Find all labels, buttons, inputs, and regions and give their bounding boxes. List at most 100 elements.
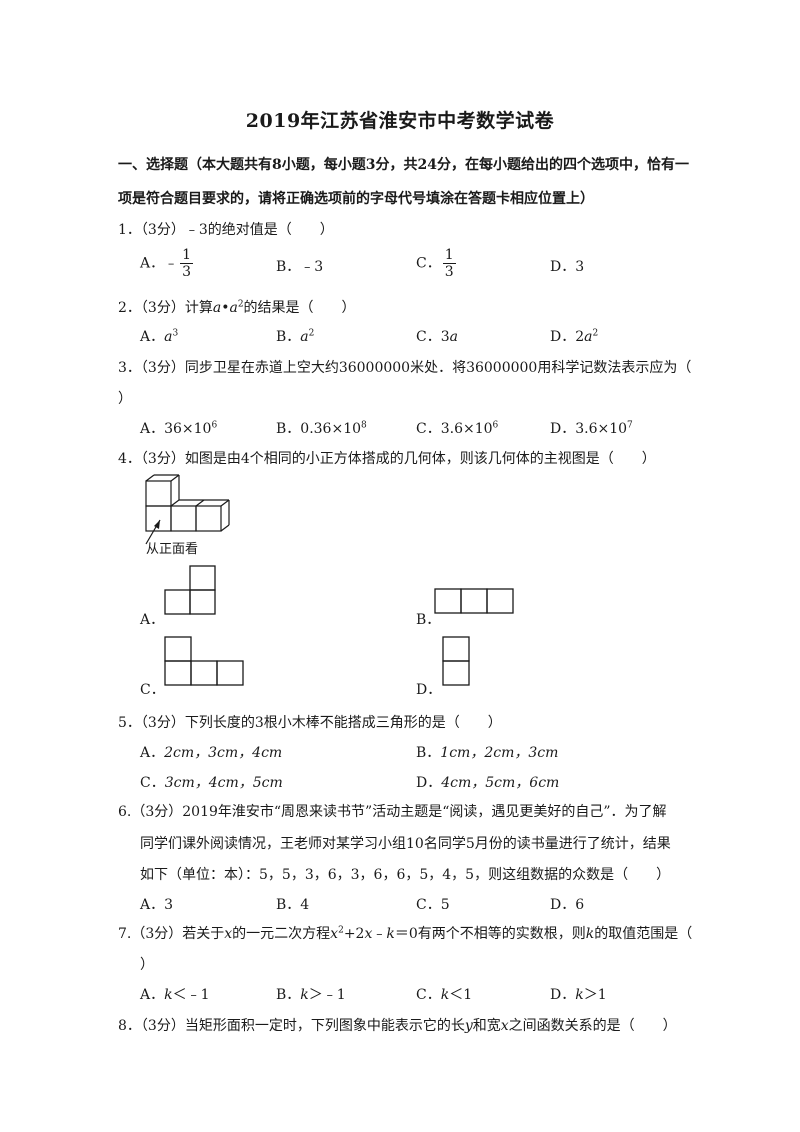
section-instructions-line-2: 项是符合题目要求的，请将正确选项前的字母代号填涂在答题卡相应位置上） <box>118 191 594 207</box>
option-label: D． <box>550 987 576 1003</box>
question-4-stem: 4．（3分）如图是由4个相同的小正方体搭成的几何体，则该几何体的主视图是（ ） <box>118 451 656 467</box>
option-text: A．36×10 <box>140 421 212 437</box>
question-6-stem-line-2: 同学们课外阅读情况，王老师对某学习小组10名同学5月份的读书量进行了统计，结果 <box>140 836 671 852</box>
stem-text: 8．（3分）当矩形面积一定时，下列图象中能表示它的长 <box>118 1018 465 1034</box>
option-d-view-drawing <box>442 636 470 686</box>
option-text: 3cm，4cm，5cm <box>164 775 283 791</box>
question-3-stem-line-2: ） <box>118 391 132 407</box>
variable: x <box>224 926 233 942</box>
fraction-numerator: 1 <box>442 247 456 264</box>
question-5-option-d: D．4cm，5cm，6cm <box>416 772 559 792</box>
option-label: A．﹣ <box>140 255 179 272</box>
option-text: 2cm，3cm，4cm <box>164 745 283 761</box>
option-text: 1cm，2cm，3cm <box>440 745 559 761</box>
question-7-stem-line-2: ） <box>140 957 154 973</box>
fraction-numerator: 1 <box>180 247 194 264</box>
variable: k <box>300 987 309 1003</box>
variable: k <box>386 926 395 942</box>
stem-text: ﹣ <box>372 926 387 942</box>
question-1-option-b: B．﹣3 <box>276 259 324 275</box>
option-text: ＜1 <box>449 987 473 1003</box>
option-label: C． <box>416 255 441 272</box>
exponent: 6 <box>492 420 499 431</box>
question-3-stem-line-1: 3．（3分）同步卫星在赤道上空大约36000000米处．将36000000用科学… <box>118 360 692 376</box>
section-instructions-line-1: 一、选择题（本大题共有8小题，每小题3分，共24分，在每小题给出的四个选项中，恰… <box>118 157 689 173</box>
option-text: ＜﹣1 <box>172 987 210 1003</box>
variable: y <box>464 1018 473 1034</box>
option-label: B． <box>416 745 441 761</box>
option-label: A． <box>140 745 165 761</box>
option-text: ＞1 <box>583 987 607 1003</box>
stem-text: 的结果是（ ） <box>243 300 356 316</box>
cube-stack-figure: 从正面看 <box>140 474 240 558</box>
question-4-option-b: B． <box>416 612 441 628</box>
figure-caption: 从正面看 <box>146 542 199 557</box>
stem-text: 7.（3分）若关于 <box>118 926 225 942</box>
question-8-stem: 8．（3分）当矩形面积一定时，下列图象中能表示它的长y和宽x之间函数关系的是（ … <box>118 1015 677 1035</box>
variable: a <box>212 300 222 316</box>
question-2-option-a: A．a3 <box>140 326 178 346</box>
stem-text: 和宽 <box>472 1018 501 1034</box>
option-label: B． <box>276 987 301 1003</box>
variable: a <box>229 300 238 316</box>
exponent: 2 <box>338 925 344 936</box>
question-6-option-c: C．5 <box>416 897 450 913</box>
variable: k <box>575 987 584 1003</box>
cube-stack-drawing <box>145 474 230 545</box>
option-label: C． <box>140 775 165 791</box>
stem-text: +2 <box>343 926 365 942</box>
variable: k <box>585 926 595 942</box>
question-2-option-c: C．3a <box>416 326 458 346</box>
question-7-option-b: B．k＞﹣1 <box>276 984 346 1004</box>
question-7-option-a: A．k＜﹣1 <box>140 984 210 1004</box>
fraction-denominator: 3 <box>444 264 454 280</box>
stem-text: 的一元二次方程 <box>232 926 331 942</box>
fraction-denominator: 3 <box>182 264 192 280</box>
variable: x <box>364 926 373 942</box>
option-label: D． <box>416 775 442 791</box>
question-3-option-c: C．3.6×106 <box>416 418 498 438</box>
option-label: C．3 <box>416 329 450 345</box>
option-b-view-drawing <box>434 588 514 615</box>
exponent: 8 <box>361 420 367 431</box>
question-5-option-b: B．1cm，2cm，3cm <box>416 742 558 762</box>
variable: a <box>164 329 173 345</box>
exponent: 7 <box>627 420 633 431</box>
stem-text: 2．（3分）计算 <box>118 300 213 316</box>
question-7-option-c: C．k＜1 <box>416 984 472 1004</box>
dot-operator: • <box>221 300 230 316</box>
option-text: D．3.6×10 <box>550 421 628 437</box>
question-4-option-c: C． <box>140 682 165 698</box>
variable: a <box>584 329 593 345</box>
question-5-option-a: A．2cm，3cm，4cm <box>140 742 282 762</box>
question-6-option-a: A．3 <box>140 897 174 913</box>
option-label: B． <box>276 329 301 345</box>
exponent: 2 <box>308 328 315 339</box>
variable: x <box>330 926 339 942</box>
question-4-option-a: A． <box>140 612 165 628</box>
question-7-option-d: D．k＞1 <box>550 984 607 1004</box>
exponent: 2 <box>237 299 244 310</box>
question-1-stem: 1．（3分）﹣3的绝对值是（ ） <box>118 222 334 238</box>
stem-text: 的取值范围是（ <box>594 926 693 942</box>
exponent: 3 <box>172 328 179 339</box>
stem-text: 之间函数关系的是（ ） <box>508 1018 677 1034</box>
question-3-option-b: B．0.36×108 <box>276 418 367 438</box>
option-c-view-drawing <box>164 636 244 686</box>
option-text: 4cm，5cm，6cm <box>441 775 560 791</box>
variable: x <box>500 1018 509 1034</box>
variable: a <box>300 329 309 345</box>
variable: k <box>440 987 450 1003</box>
question-7-stem-line-1: 7.（3分）若关于x的一元二次方程x2+2x﹣k＝0有两个不相等的实数根，则k的… <box>118 923 692 943</box>
stem-text: ＝0有两个不相等的实数根，则 <box>394 926 586 942</box>
exponent: 2 <box>592 328 599 339</box>
option-label: A． <box>140 987 165 1003</box>
option-label: A． <box>140 329 165 345</box>
option-a-view-drawing <box>164 565 218 615</box>
option-label: D．2 <box>550 329 585 345</box>
